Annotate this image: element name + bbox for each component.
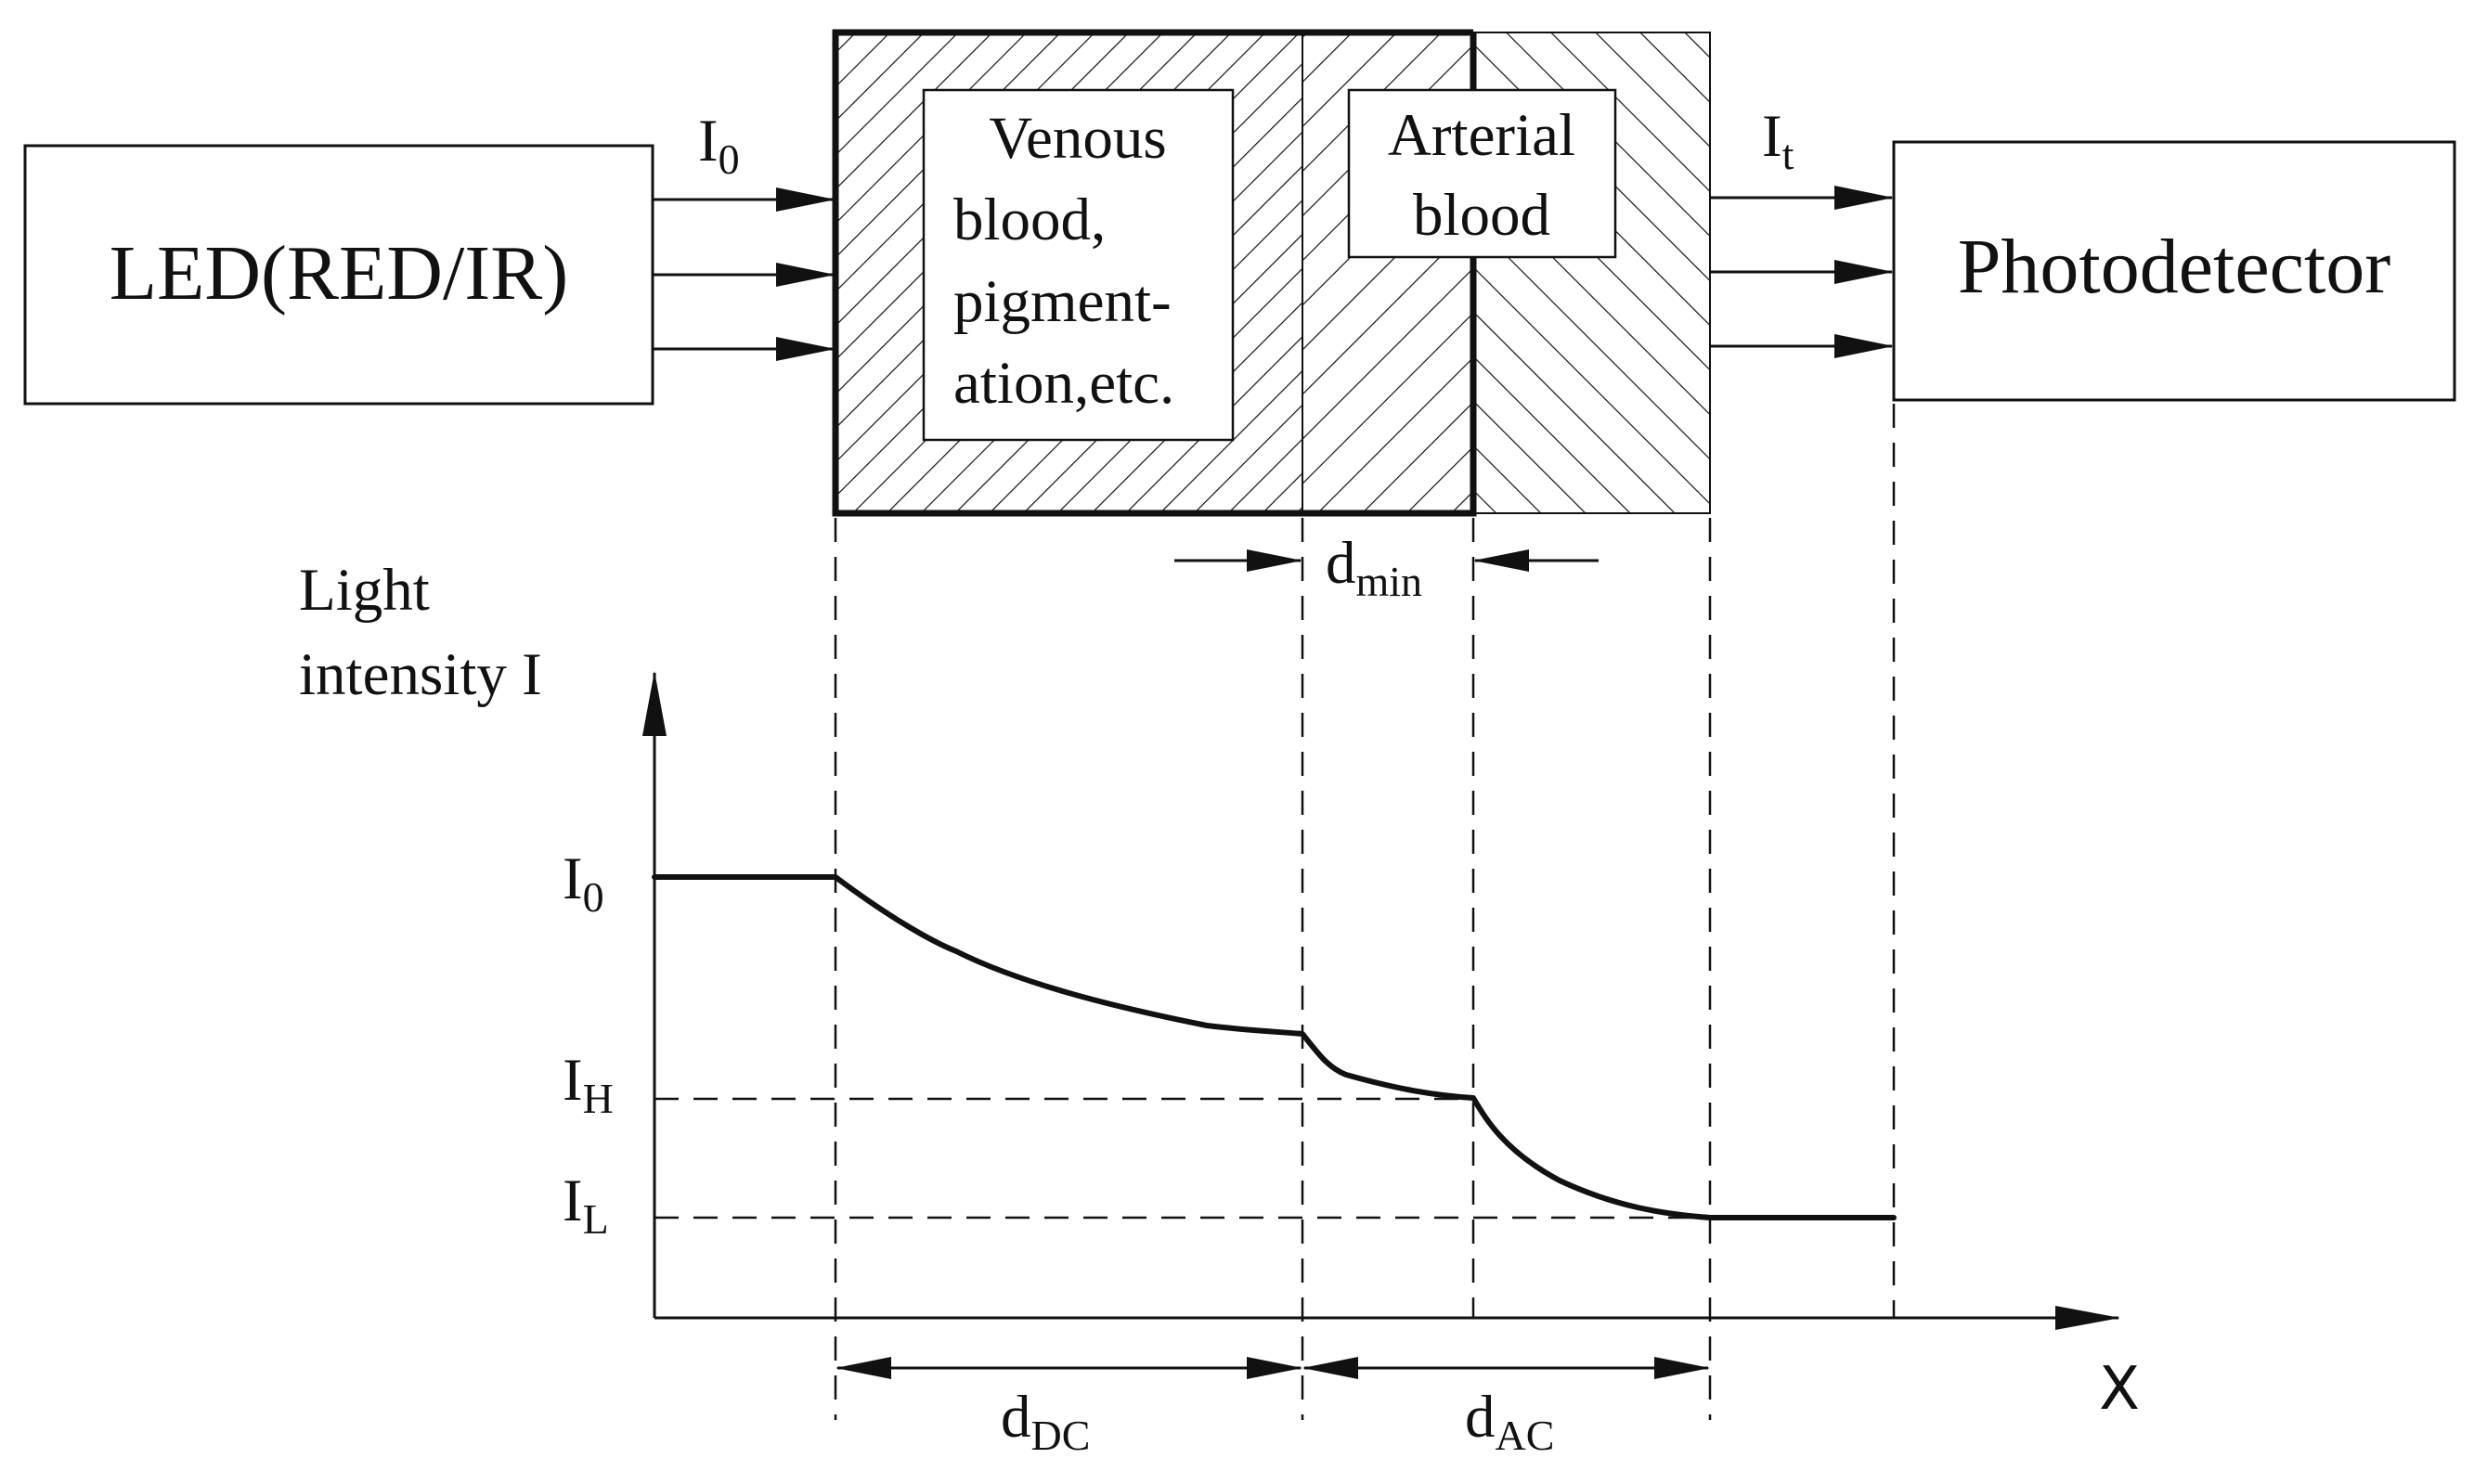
venous-label-box xyxy=(922,88,1235,442)
arterial-line-1: Arterial xyxy=(1388,102,1575,169)
photodetector-label: Photodetector xyxy=(1958,224,2391,310)
transmitted-intensity-label: It xyxy=(1762,103,1794,178)
d-dc-label: dDC xyxy=(1001,1384,1090,1459)
led-label: LED(RED/IR) xyxy=(110,230,569,316)
intensity-axes: Light intensity I X xyxy=(299,557,2140,1424)
d-ac-dimension: dAC xyxy=(1302,1357,1710,1459)
photodetector-block: Photodetector xyxy=(1892,140,2456,402)
venous-line-1: Venous xyxy=(989,105,1166,172)
d-min-dimension: dmin xyxy=(1174,530,1599,605)
arterial-line-2: blood xyxy=(1413,182,1550,249)
intensity-levels: I0 IH IL xyxy=(563,845,614,1243)
projection-lines xyxy=(654,404,1896,1420)
tissue-block: Venous blood, pigment- ation,etc. Arteri… xyxy=(832,29,1711,517)
x-axis-label: X xyxy=(2099,1355,2140,1424)
venous-line-4: ation,etc. xyxy=(953,350,1174,417)
arterial-label-box xyxy=(1347,88,1617,259)
incident-beams: I0 xyxy=(653,108,835,361)
y-axis-label-line-2: intensity I xyxy=(299,641,542,708)
level-il-label: IL xyxy=(563,1168,609,1243)
y-axis-label-line-1: Light xyxy=(299,557,430,624)
led-block: LED(RED/IR) xyxy=(23,144,654,406)
dc-region-boundary xyxy=(832,29,1477,517)
d-min-label: dmin xyxy=(1326,530,1422,605)
incident-intensity-label: I0 xyxy=(698,108,740,183)
venous-line-2: blood, xyxy=(953,187,1106,253)
level-i0-label: I0 xyxy=(563,845,604,921)
d-ac-label: dAC xyxy=(1465,1384,1554,1459)
venous-line-3: pigment- xyxy=(953,268,1172,335)
d-dc-dimension: dDC xyxy=(835,1357,1302,1459)
intensity-curve xyxy=(652,874,1897,1220)
level-ih-label: IH xyxy=(563,1047,614,1122)
transmitted-beams: It xyxy=(1710,103,1894,358)
photodetector-box xyxy=(1892,140,2456,402)
